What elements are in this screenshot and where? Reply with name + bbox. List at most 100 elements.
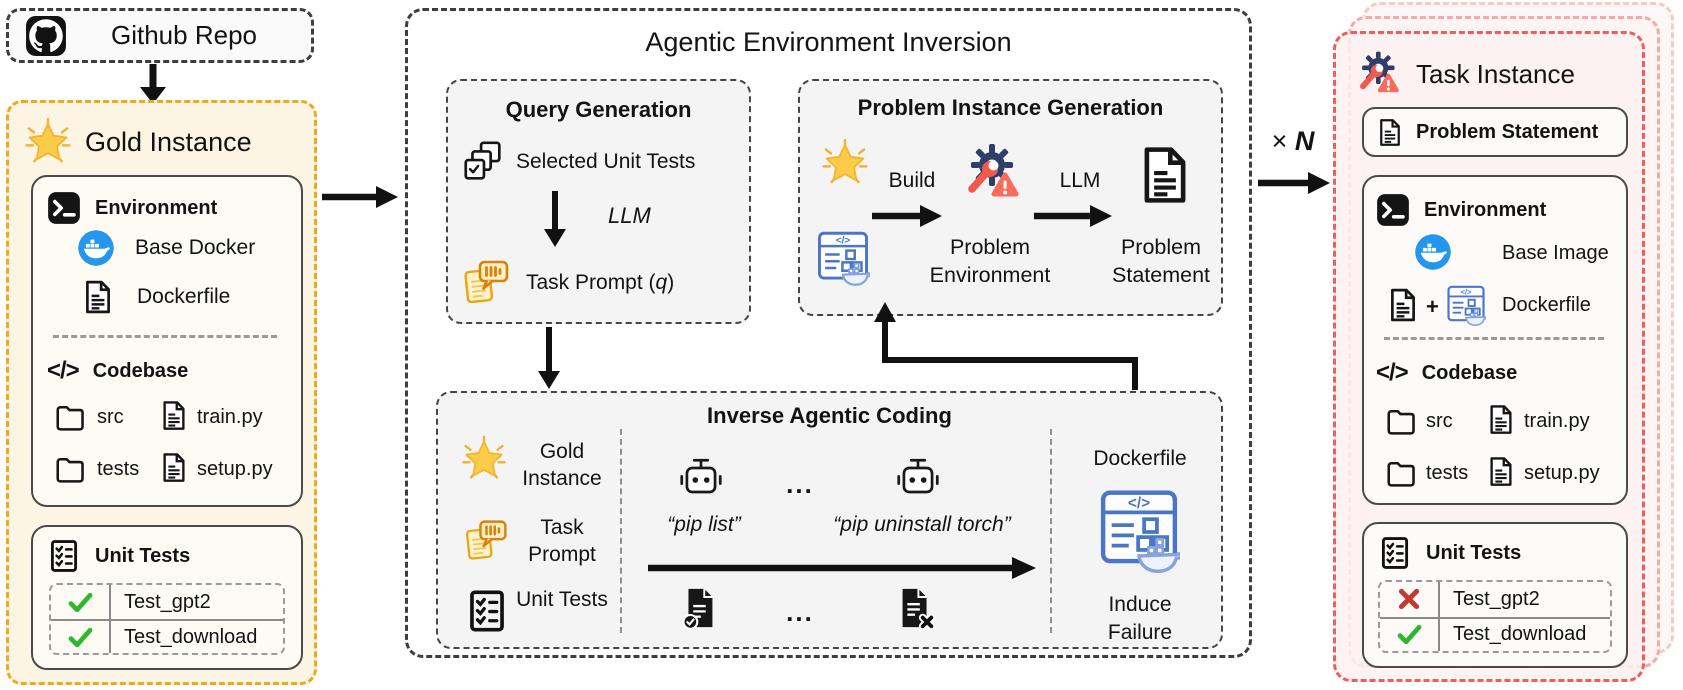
arrow-llm [1034, 203, 1114, 229]
code-icon: </> [1376, 359, 1409, 386]
gold-unit-tests-header: Unit Tests [47, 539, 190, 573]
checklist-icon [465, 589, 509, 633]
ellipsis: ... [786, 597, 814, 627]
build-label: Build [888, 169, 936, 192]
github-repo-box: Github Repo [6, 8, 314, 63]
task-unit-tests-title: Unit Tests [1426, 541, 1522, 564]
document-icon [81, 279, 115, 315]
task-environment-title: Environment [1424, 198, 1547, 221]
plus-sign: + [1426, 294, 1439, 319]
task-prompt-label: Task Prompt (q) [526, 271, 675, 294]
gold-instance-panel: Gold Instance Environment Base Docker [6, 100, 317, 685]
svg-text:</>: </> [1128, 495, 1150, 512]
task-unit-tests-header: Unit Tests [1378, 536, 1521, 570]
inverse-dockerfile-label: Dockerfile [1093, 447, 1187, 470]
document-icon [1386, 287, 1420, 323]
induce-failure-label: Induce Failure [1107, 593, 1173, 644]
task-unit-tests-card: Unit Tests Test_gpt2 Test_download [1362, 522, 1628, 668]
gold-env-codebase-card: Environment Base Docker Dockerfile </> C… [31, 175, 303, 507]
task-base-image-label: Base Image [1502, 242, 1609, 264]
agent-command: “pip list” [667, 513, 741, 536]
task-instance-panel: Task Instance Problem Statement Environm… [1333, 31, 1645, 682]
github-repo-label: Github Repo [111, 20, 257, 50]
task-prompt-row: Task Prompt (q) [460, 257, 674, 309]
test-name: Test_gpt2 [109, 585, 283, 619]
gold-instance-header: Gold Instance [21, 115, 252, 169]
prompt-icon [462, 517, 510, 565]
gold-instance-title: Gold Instance [85, 126, 252, 157]
selected-unit-tests-row: Selected Unit Tests [460, 139, 695, 185]
terminal-icon [1376, 193, 1410, 227]
divider [53, 335, 277, 338]
test-name: Test_download [109, 619, 283, 653]
folder-icon [53, 453, 87, 485]
ellipsis: ... [786, 469, 814, 499]
document-icon [1486, 403, 1516, 436]
dockerfile-blue-icon: </> [1098, 489, 1180, 575]
star-icon [818, 136, 872, 190]
task-problem-statement-label: Problem Statement [1416, 120, 1599, 143]
document-icon [159, 399, 189, 432]
svg-text:</>: </> [1461, 287, 1472, 296]
gold-dockerfile-label: Dockerfile [137, 285, 231, 308]
inverse-agentic-coding-title: Inverse Agentic Coding [707, 403, 952, 428]
dockerfile-blue-icon: </> [816, 231, 870, 287]
folder-name: tests [1426, 462, 1469, 484]
gold-dockerfile-row: Dockerfile [81, 279, 230, 315]
code-icon: </> [47, 357, 80, 384]
task-prompt-input-label: Task Prompt [528, 516, 596, 566]
test-name: Test_download [1438, 616, 1610, 651]
arrow-query-to-inverse [534, 327, 564, 391]
problem-instance-generation-title: Problem Instance Generation [857, 95, 1164, 120]
svg-text:</>: </> [836, 235, 851, 246]
test-name: Test_gpt2 [1438, 582, 1610, 617]
arrow-build [872, 203, 944, 229]
unit-tests-input-label: Unit Tests [516, 588, 608, 611]
divider [1050, 429, 1052, 633]
pass-icon [51, 619, 109, 653]
arrow-agent-trajectory [648, 556, 1038, 580]
arrow-tests-to-prompt [540, 191, 570, 249]
query-llm-label: LLM [608, 203, 651, 228]
problem-instance-generation-box: Problem Instance Generation </> Build Pr… [798, 79, 1223, 316]
document-icon [1136, 143, 1194, 207]
document-icon [1376, 117, 1404, 148]
arrow-gold-to-inversion [322, 184, 400, 210]
gold-codebase-title: Codebase [92, 359, 189, 382]
query-variable: q [655, 271, 668, 294]
pass-icon [51, 585, 109, 619]
agent-command: “pip uninstall torch” [833, 513, 1011, 536]
gold-base-docker-row: Base Docker [77, 229, 255, 267]
folder-icon [1384, 405, 1418, 437]
multiplier-label: × N [1271, 126, 1315, 156]
divider [620, 429, 622, 633]
robot-icon [676, 455, 726, 505]
folder-name: src [97, 406, 124, 428]
broken-environment-icon [953, 141, 1025, 205]
star-icon [21, 115, 75, 169]
checklist-icon [1378, 536, 1412, 570]
task-env-codebase-card: Environment Base Image + </> Dockerfile … [1362, 175, 1628, 505]
folder-icon [1384, 457, 1418, 489]
problem-statement-caption: Problem Statement [1112, 235, 1210, 288]
file-name: train.py [1524, 410, 1590, 432]
pass-icon [1380, 616, 1438, 652]
file-name: setup.py [197, 458, 273, 480]
task-unit-tests-table: Test_gpt2 Test_download [1378, 580, 1612, 653]
star-icon [458, 433, 510, 485]
arrow-inversion-to-task [1258, 170, 1332, 196]
arrow-github-to-gold [136, 64, 170, 104]
prompt-icon [460, 257, 512, 309]
gold-unit-tests-table: Test_gpt2 Test_download [49, 583, 285, 655]
inversion-title: Agentic Environment Inversion [645, 27, 1012, 57]
fail-icon [1380, 582, 1438, 617]
stacked-tests-icon [460, 139, 506, 185]
gold-instance-input-label: Gold Instance [522, 440, 602, 490]
gold-base-docker-label: Base Docker [135, 236, 256, 259]
robot-icon [893, 455, 943, 505]
docker-icon [1414, 233, 1452, 271]
selected-unit-tests-label: Selected Unit Tests [516, 150, 696, 173]
test-pass-doc-icon [676, 585, 722, 631]
task-environment-header: Environment [1376, 193, 1546, 227]
